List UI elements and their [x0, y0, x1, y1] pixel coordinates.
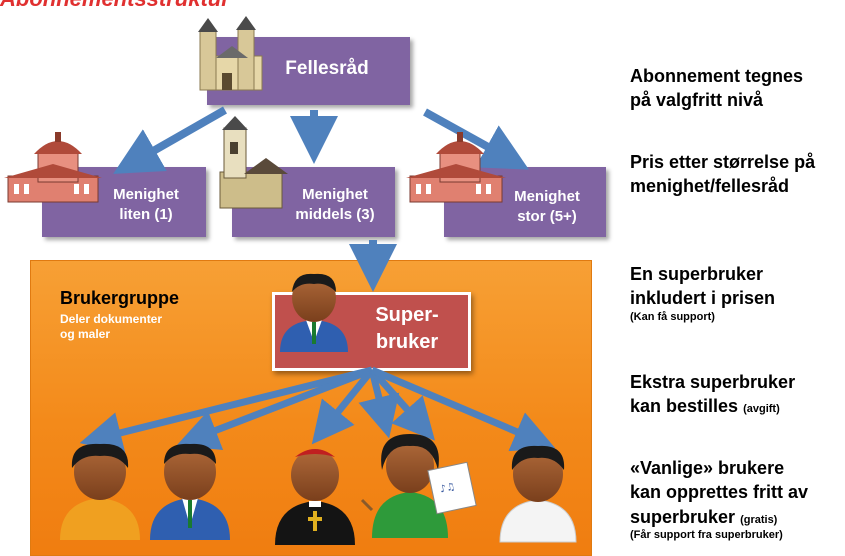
- parish-large-line1: Menighet: [514, 188, 580, 205]
- note-price: Pris etter størrelse på menighet/fellesr…: [630, 150, 845, 199]
- note-3-line2: inkludert i prisen: [630, 288, 776, 309]
- note-extra-superuser: Ekstra superbruker kan bestilles (avgift…: [630, 370, 845, 419]
- church-large-icon: [406, 132, 506, 203]
- parish-medium-line1: Menighet: [302, 186, 368, 203]
- note-4-line1: Ekstra superbruker: [630, 372, 796, 392]
- note-2-line2: menighet/fellesråd: [630, 176, 790, 197]
- user-blue-icon: [150, 443, 230, 540]
- arrow-to-user-6: [370, 366, 556, 452]
- note-5-small: (gratis): [740, 513, 778, 526]
- note-1-line2: på valgfritt nivå: [630, 90, 764, 111]
- note-1-line1: Abonnement tegnes: [630, 66, 804, 86]
- note-5-line2: kan opprettes fritt av: [630, 482, 809, 503]
- note-3-small: (Kan få support): [630, 310, 715, 323]
- svg-text:♪♫: ♪♫: [439, 481, 456, 495]
- arrow-to-user-3: [311, 367, 375, 445]
- note-3-line1: En superbruker: [630, 264, 764, 284]
- arrow-to-user-5: [369, 367, 435, 441]
- arrow-to-large: [423, 108, 529, 170]
- note-superuser-included: En superbruker inkludert i prisen (Kan f…: [630, 262, 845, 323]
- usergroup-title: Brukergruppe: [60, 288, 180, 308]
- note-4-small: (avgift): [743, 403, 780, 416]
- fellesrad-label: Fellesråd: [285, 58, 369, 79]
- user-white-icon: [499, 445, 577, 543]
- note-5-line3: superbruker: [630, 506, 736, 527]
- note-regular-users: «Vanlige» brukere kan opprettes fritt av…: [630, 456, 845, 541]
- user-teacher-icon: ♪♫: [360, 434, 477, 538]
- page-title: Abonnementsstruktur: [0, 0, 230, 12]
- note-5-line1: «Vanlige» brukere: [630, 458, 785, 478]
- note-subscription: Abonnement tegnes på valgfritt nivå: [630, 64, 845, 113]
- usergroup-subtitle-2: og maler: [60, 327, 111, 341]
- note-2-line1: Pris etter størrelse på: [630, 152, 816, 172]
- arrow-to-user-4: [358, 369, 400, 439]
- user-priest-icon: [275, 449, 355, 545]
- arrow-to-small: [113, 106, 227, 174]
- superuser-avatar-icon: [280, 273, 348, 352]
- parish-large-line2: stor (5+): [517, 208, 577, 225]
- parish-small-line2: liten (1): [119, 206, 173, 223]
- arrow-to-user-1: [79, 366, 373, 454]
- parish-medium-line2: middels (3): [295, 206, 375, 223]
- note-4-line2: kan bestilles: [630, 396, 739, 417]
- superuser-line1: Super-: [375, 304, 439, 326]
- arrow-to-user-2: [176, 366, 374, 451]
- parish-small-line1: Menighet: [113, 186, 179, 203]
- church-small-icon: [4, 132, 102, 203]
- superuser-line2: bruker: [375, 331, 439, 353]
- note-5-small2: (Får support fra superbruker): [630, 528, 783, 541]
- church-medium-icon: [219, 116, 288, 209]
- user-orange-icon: [60, 443, 140, 540]
- usergroup-subtitle-1: Deler dokumenter: [60, 312, 163, 326]
- cathedral-icon: [198, 16, 263, 91]
